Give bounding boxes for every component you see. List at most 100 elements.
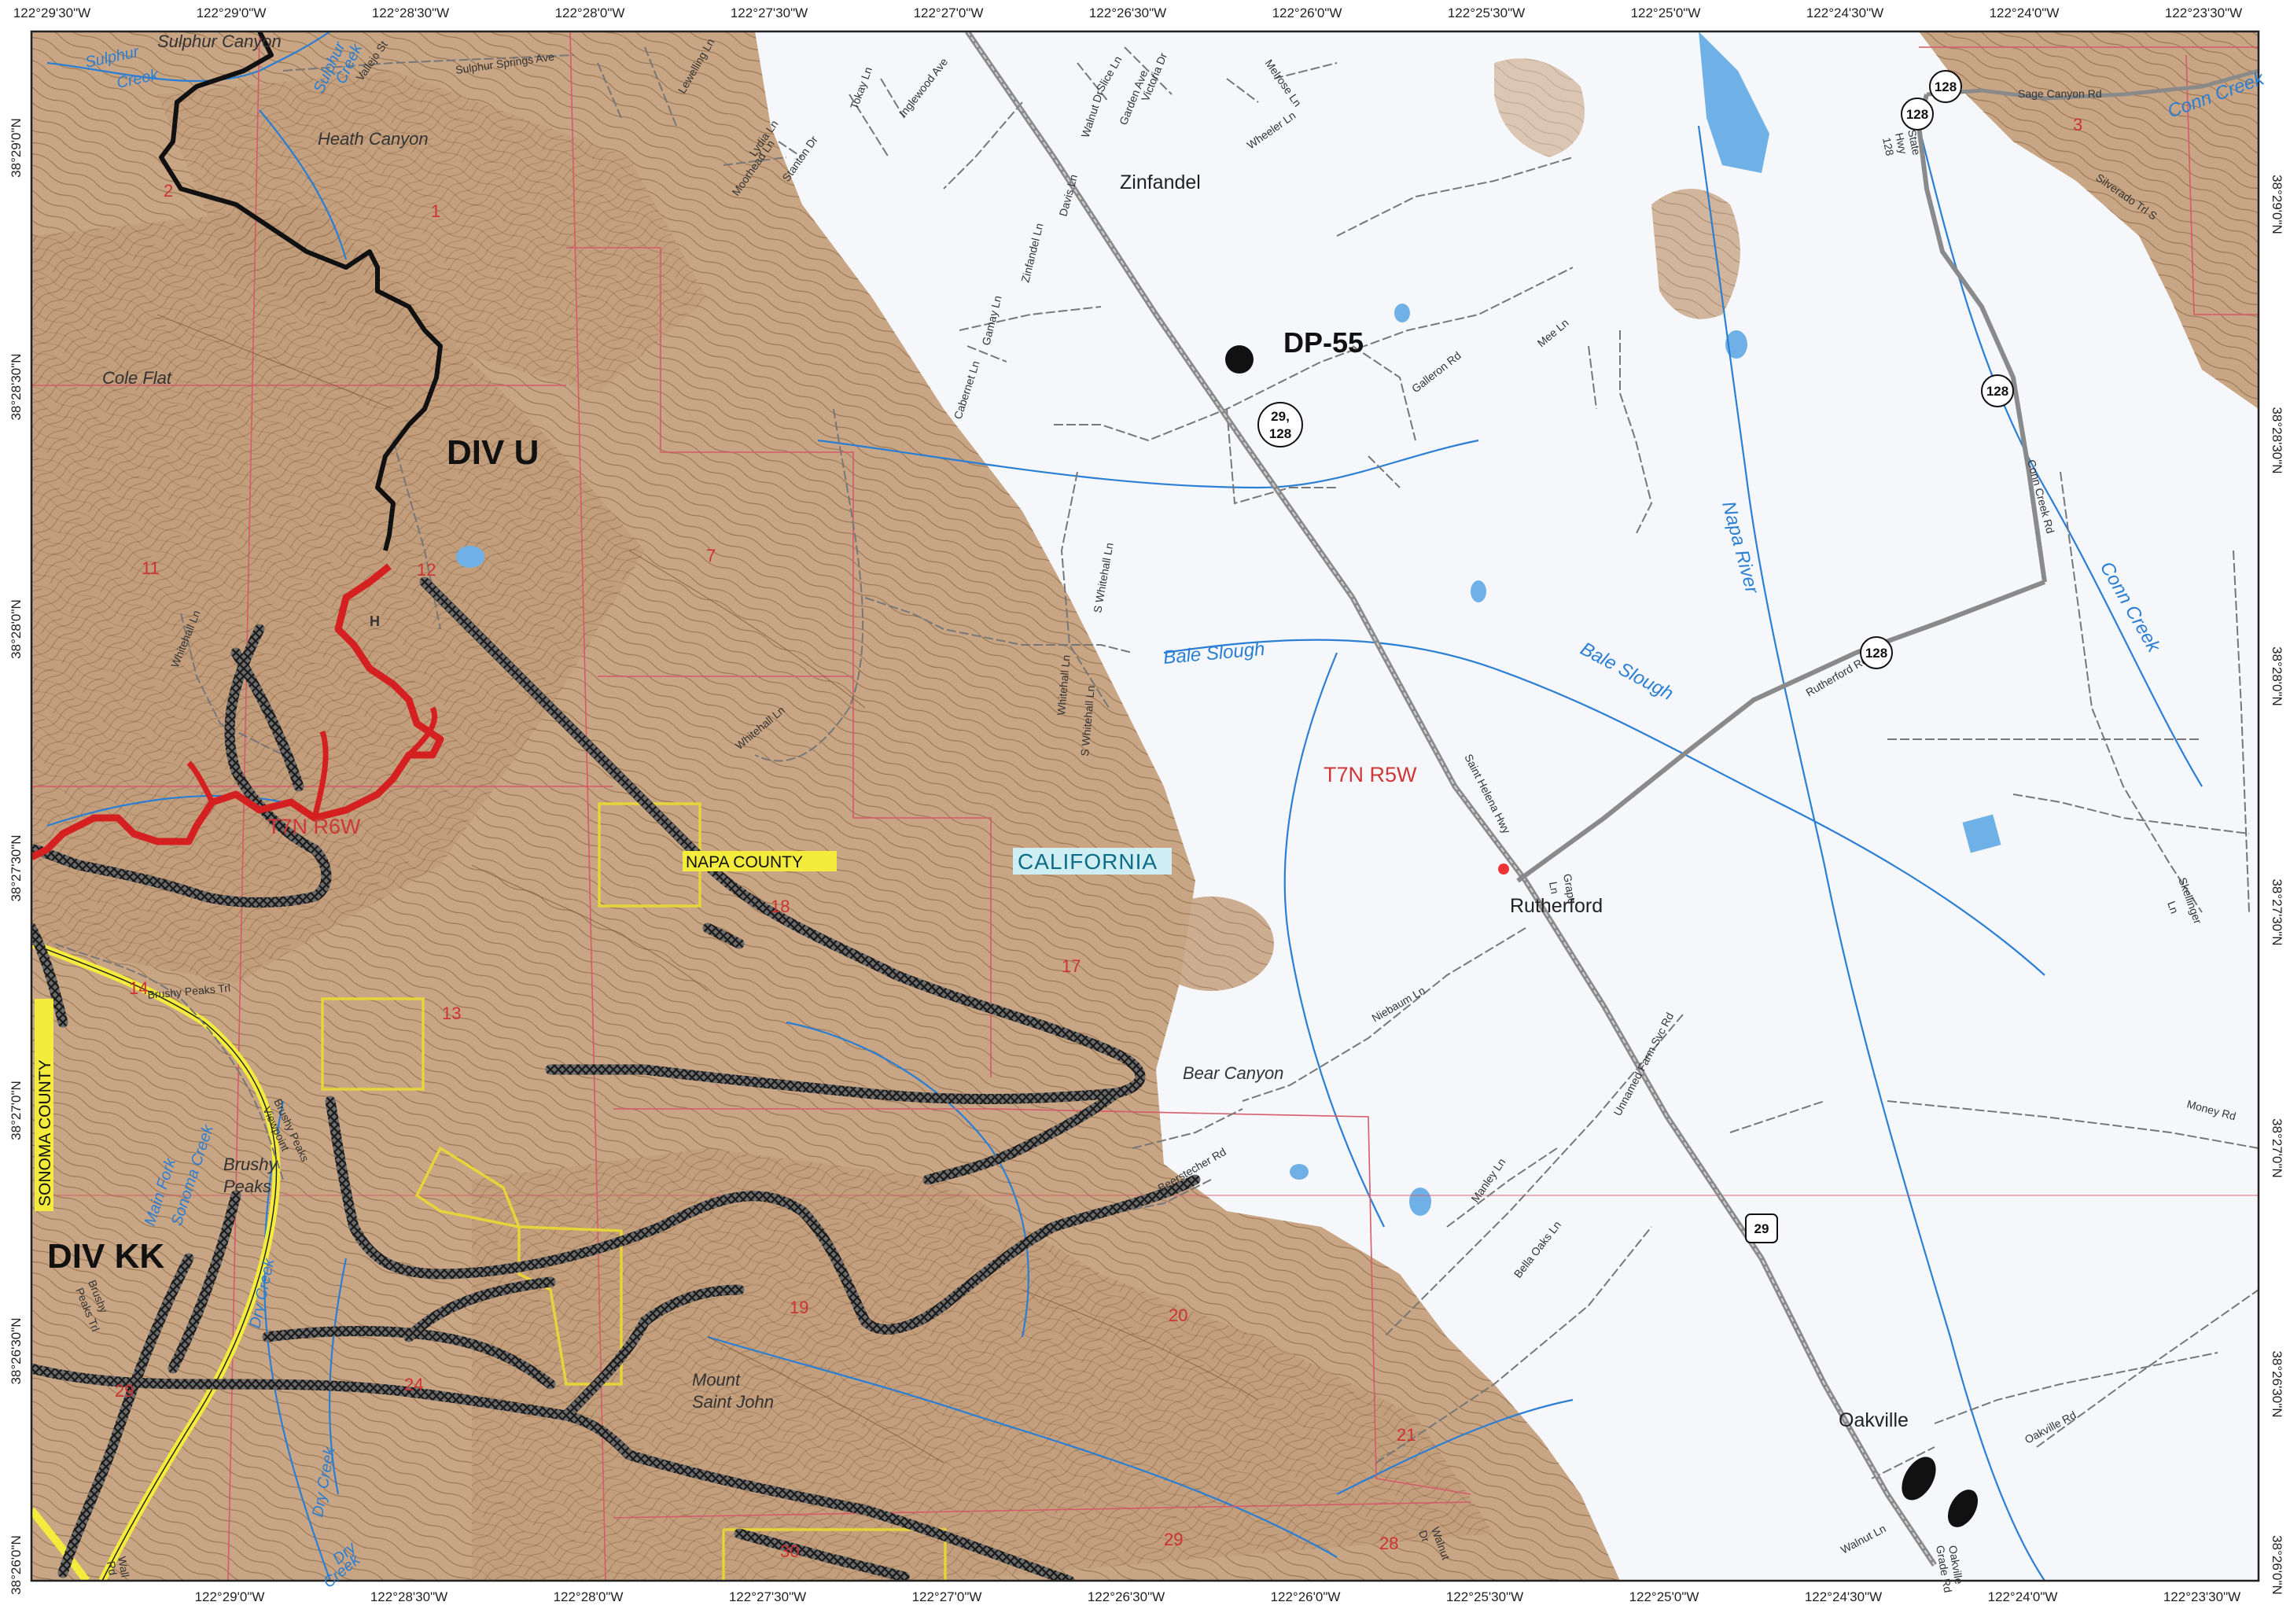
place-brushy-2: Peaks xyxy=(223,1177,271,1196)
foothill-knoll-2 xyxy=(912,527,1007,700)
shield-29-128-b: 128 xyxy=(1269,426,1291,441)
pond-5 xyxy=(1471,580,1486,602)
fire-perimeter xyxy=(31,563,444,861)
map-border xyxy=(30,30,2260,1582)
coord-left-0: 38°29'0"N xyxy=(9,118,24,178)
coord-top-2: 122°28'30"W xyxy=(372,6,449,20)
section-number: 11 xyxy=(142,558,160,578)
county-napa: NAPA COUNTY xyxy=(686,853,803,871)
control-line xyxy=(159,31,443,551)
coord-top-11: 122°24'0"W xyxy=(1990,6,2060,20)
pond-1 xyxy=(1962,814,2001,853)
section-number: 1 xyxy=(431,201,440,221)
coord-left-2: 38°28'0"N xyxy=(9,599,24,659)
drop-point-marker xyxy=(1225,345,1254,374)
section-number: 29 xyxy=(1164,1530,1183,1549)
township-t7n-r5w: T7N R5W xyxy=(1324,763,1417,786)
eastern-knoll-2 xyxy=(1494,58,1585,157)
county-boundary-west xyxy=(31,1507,90,1581)
road-state-hwy-1: State xyxy=(1905,128,1923,157)
coord-right-1: 38°28'30"N xyxy=(2270,407,2284,473)
pond-7 xyxy=(1290,1164,1309,1180)
napa-county-label-bg xyxy=(683,851,837,871)
pond-2 xyxy=(456,546,484,568)
coord-top-6: 122°26'30"W xyxy=(1089,6,1166,20)
coord-top-3: 122°28'0"W xyxy=(555,6,625,20)
coord-right-6: 38°26'0"N xyxy=(2270,1535,2284,1595)
division-label-kk: DIV KK xyxy=(47,1237,164,1276)
place-brushy-1: Brushy xyxy=(223,1154,278,1174)
shield-128-c: 128 xyxy=(1986,384,2008,399)
town-rutherford: Rutherford xyxy=(1510,895,1603,917)
shield-128-d: 128 xyxy=(1865,646,1887,661)
county-boundary-outline xyxy=(31,943,278,1581)
coord-bottom-2: 122°28'0"W xyxy=(554,1589,624,1604)
drop-point-label: DP-55 xyxy=(1283,326,1364,359)
section-number: 13 xyxy=(442,1003,461,1023)
coord-left-5: 38°26'30"N xyxy=(9,1317,24,1384)
place-bear-canyon: Bear Canyon xyxy=(1183,1063,1283,1083)
section-number: 3 xyxy=(2073,115,2082,134)
coord-top-8: 122°25'30"W xyxy=(1448,6,1525,20)
road-grape-1: Grape xyxy=(1561,873,1579,905)
state-label-bg xyxy=(1013,848,1172,875)
shield-29-128-a: 29, xyxy=(1271,409,1290,424)
coord-left-4: 38°27'0"N xyxy=(9,1081,24,1140)
road-wall-1: Wall xyxy=(116,1556,131,1578)
town-zinfandel: Zinfandel xyxy=(1120,171,1201,193)
coord-bottom-8: 122°25'0"W xyxy=(1629,1589,1699,1604)
highway-128-rutherford xyxy=(1516,580,2046,883)
section-number: 19 xyxy=(790,1298,808,1317)
road-sage-canyon: Sage Canyon Rd xyxy=(2018,87,2102,100)
eastern-knoll xyxy=(1651,189,1740,319)
helispot-marker: H xyxy=(370,613,380,629)
place-heath-canyon: Heath Canyon xyxy=(318,129,429,149)
coord-right-0: 38°29'0"N xyxy=(2270,175,2284,234)
section-number: 21 xyxy=(1397,1425,1416,1445)
section-number: 29 xyxy=(115,1381,134,1401)
road-grape-2: Ln xyxy=(1547,881,1561,895)
section-number: 2 xyxy=(164,181,173,201)
place-mount-saint-john-2: Saint John xyxy=(692,1392,774,1412)
town-oakville: Oakville xyxy=(1839,1409,1909,1431)
road-whitehall-2: Whitehall Ln xyxy=(1055,654,1073,716)
coord-top-9: 122°25'0"W xyxy=(1631,6,1701,20)
pond-6 xyxy=(1409,1188,1431,1216)
coord-bottom-10: 122°24'0"W xyxy=(1988,1589,2058,1604)
local-roads xyxy=(54,46,2259,1479)
incident-marker xyxy=(1498,864,1509,875)
eastern-hills-terrain xyxy=(1919,31,2259,409)
coord-top-10: 122°24'30"W xyxy=(1806,6,1883,20)
dozer-lines xyxy=(31,576,1201,1581)
coord-top-4: 122°27'30"W xyxy=(731,6,808,20)
ridge-lines xyxy=(156,314,1259,1464)
coord-bottom-5: 122°26'30"W xyxy=(1088,1589,1165,1604)
state-california: CALIFORNIA xyxy=(1018,849,1158,874)
coord-bottom-1: 122°28'30"W xyxy=(370,1589,447,1604)
road-skellinger-2: Ln xyxy=(2165,900,2181,915)
highway-128-east xyxy=(1916,94,2047,583)
coord-bottom-3: 122°27'30"W xyxy=(729,1589,806,1604)
coord-bottom-4: 122°27'0"W xyxy=(912,1589,982,1604)
coord-left-3: 38°27'30"N xyxy=(9,834,24,901)
road-s-whitehall-2: S Whitehall Ln xyxy=(1078,685,1097,757)
pond-4 xyxy=(1394,304,1410,322)
coord-right-5: 38°26'30"N xyxy=(2270,1350,2284,1417)
western-hills-shade xyxy=(31,204,645,983)
coord-bottom-11: 122°23'30"W xyxy=(2163,1589,2240,1604)
coord-top-5: 122°27'0"W xyxy=(914,6,984,20)
section-number: 12 xyxy=(417,560,436,580)
road-walnut-dr2-2: Dr xyxy=(1416,1529,1432,1545)
coord-top-0: 122°29'30"W xyxy=(13,6,90,20)
coord-right-2: 38°28'0"N xyxy=(2270,646,2284,706)
coord-left-6: 38°26'0"N xyxy=(9,1535,24,1595)
coord-right-3: 38°27'30"N xyxy=(2270,878,2284,945)
highway-29-center xyxy=(966,31,1935,1566)
foothill-knoll xyxy=(1148,897,1274,991)
place-cole-flat: Cole Flat xyxy=(102,368,172,388)
section-number: 18 xyxy=(771,897,790,916)
shield-29: 29 xyxy=(1754,1221,1769,1236)
section-number: 30 xyxy=(780,1541,799,1561)
